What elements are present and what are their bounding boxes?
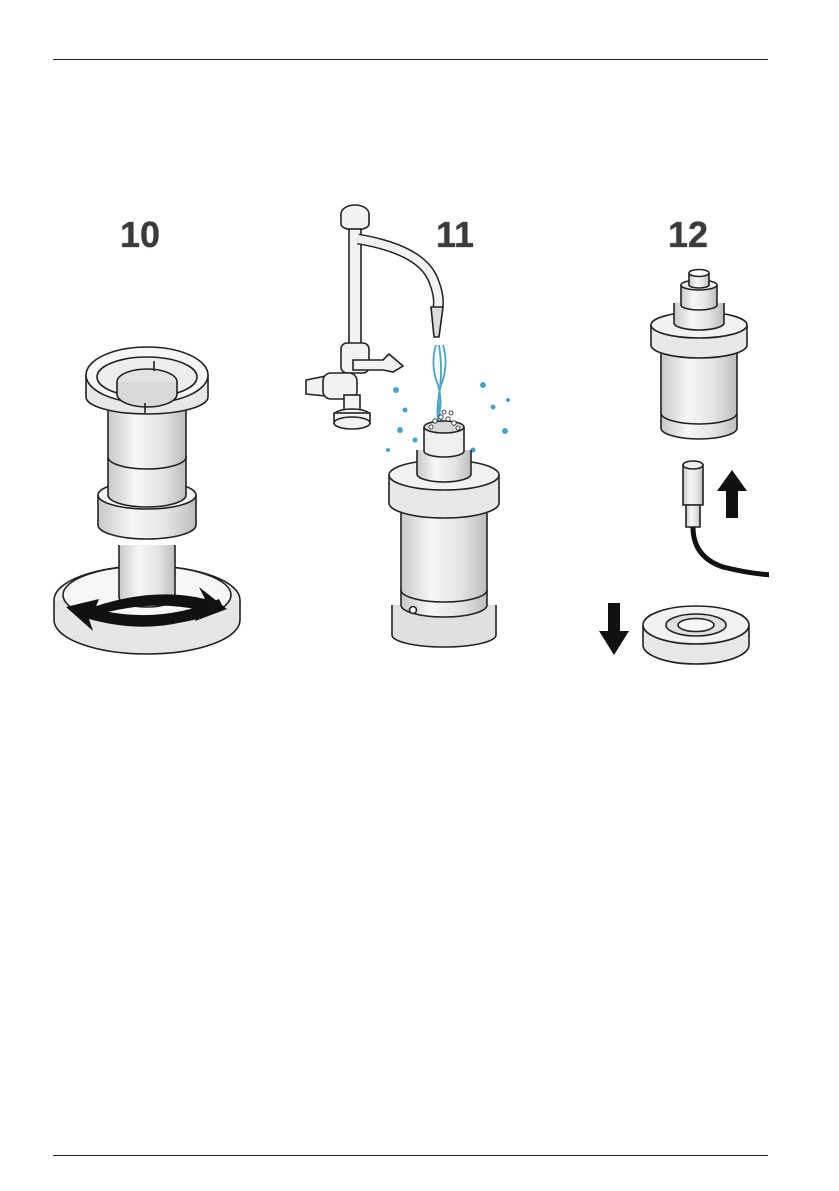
cable-connector: [683, 461, 769, 575]
step-number-12: 12: [668, 214, 708, 256]
step-number-11: 11: [436, 214, 474, 256]
footer-rule: [53, 1155, 768, 1156]
header-rule: [53, 59, 768, 60]
protective-cap: [643, 606, 749, 664]
instruction-figure: 10 11 12: [53, 195, 769, 685]
step11-sensor-illustration: [389, 421, 499, 647]
arrow-down-icon: [599, 603, 629, 655]
step12-sensor-illustration: [651, 270, 747, 440]
arrow-up-icon: [717, 470, 747, 518]
illustration-canvas: [53, 195, 769, 685]
step-number-10: 10: [120, 214, 160, 256]
faucet-icon: [306, 205, 443, 429]
